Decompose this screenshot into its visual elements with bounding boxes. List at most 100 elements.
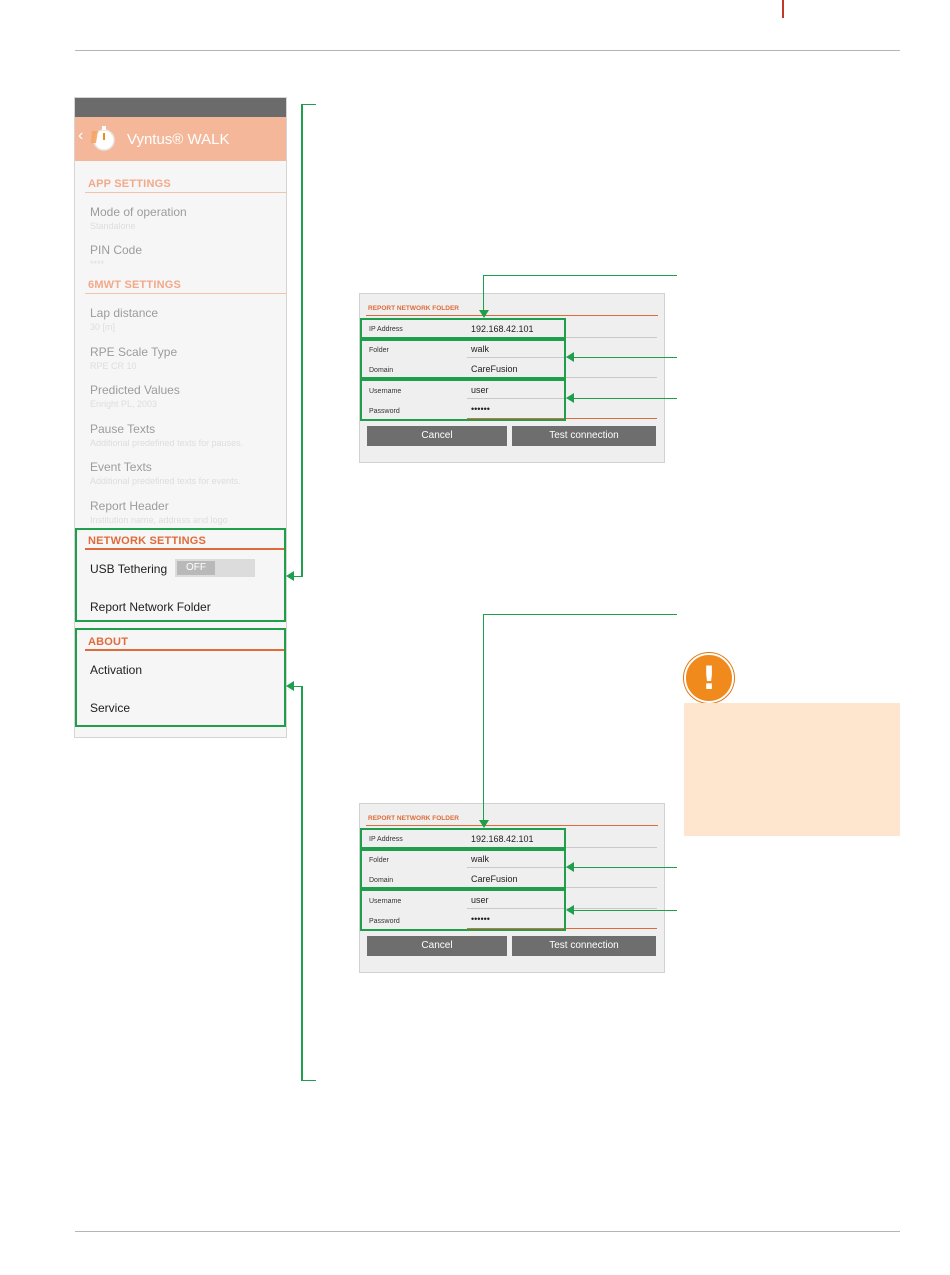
callout-arrow [479, 310, 489, 318]
dialog-title-divider [366, 315, 658, 316]
setting-mode-of-operation[interactable]: Mode of operation [90, 205, 187, 219]
section-divider [85, 548, 286, 550]
network-settings-highlight [75, 528, 286, 622]
field-underline-active [467, 928, 657, 929]
setting-predicted-value: Enright PL, 2003 [90, 399, 158, 409]
page-marker [782, 0, 784, 18]
setting-pause-texts-desc: Additional predefined texts for pauses. [90, 438, 244, 448]
folder-field[interactable]: walk [471, 854, 490, 864]
folder-field[interactable]: walk [471, 344, 490, 354]
credentials-highlight [360, 379, 566, 421]
password-field[interactable]: •••••• [471, 914, 490, 924]
username-field[interactable]: user [471, 895, 489, 905]
about-activation[interactable]: Activation [90, 663, 143, 677]
cancel-button[interactable]: Cancel [367, 426, 507, 446]
callout-line [574, 910, 677, 911]
password-label: Password [369, 408, 400, 415]
top-rule [75, 50, 900, 51]
folder-label: Folder [369, 857, 389, 864]
setting-event-texts-desc: Additional predefined texts for events. [90, 476, 241, 486]
setting-mode-value: Standalone [90, 221, 136, 231]
warning-note-box [684, 703, 900, 836]
setting-pause-texts[interactable]: Pause Texts [90, 422, 156, 436]
domain-label: Domain [369, 877, 394, 884]
ip-address-field[interactable]: 192.168.42.101 [471, 324, 534, 334]
callout-line [301, 104, 303, 577]
callout-line [294, 686, 303, 687]
setting-event-texts[interactable]: Event Texts [90, 460, 152, 474]
setting-lap-distance-value: 30 [m] [90, 322, 116, 332]
test-connection-button[interactable]: Test connection [512, 426, 656, 446]
settings-screen: ‹ Vyntus® WALK APP SETTINGS Mode of oper… [74, 97, 287, 738]
section-divider [85, 649, 286, 651]
callout-line [301, 1080, 316, 1081]
callout-arrow [286, 681, 294, 691]
warning-exclamation-icon: ! [684, 653, 734, 703]
setting-report-header[interactable]: Report Header [90, 499, 169, 513]
password-field[interactable]: •••••• [471, 404, 490, 414]
folder-label: Folder [369, 347, 389, 354]
callout-arrow [286, 571, 294, 581]
app-title: Vyntus® WALK [127, 131, 230, 148]
usb-tethering-toggle[interactable]: OFF [175, 559, 255, 577]
field-underline [467, 357, 657, 358]
callout-line [483, 614, 677, 615]
domain-field[interactable]: CareFusion [471, 874, 518, 884]
section-network-settings: NETWORK SETTINGS [88, 535, 207, 547]
field-underline [467, 908, 657, 909]
password-label: Password [369, 918, 400, 925]
setting-rpe-value: RPE CR 10 [90, 361, 137, 371]
section-about: ABOUT [88, 636, 129, 648]
callout-line [483, 275, 677, 276]
callout-line [574, 357, 677, 358]
folder-domain-highlight [360, 339, 566, 379]
app-bar: ‹ Vyntus® WALK [75, 117, 286, 161]
ip-highlight [360, 828, 566, 849]
back-icon[interactable]: ‹ [78, 127, 84, 144]
setting-predicted-values[interactable]: Predicted Values [90, 383, 180, 397]
callout-line [294, 576, 303, 577]
field-underline [467, 867, 657, 868]
setting-lap-distance[interactable]: Lap distance [90, 306, 159, 320]
dialog-title: REPORT NETWORK FOLDER [368, 815, 459, 822]
domain-field[interactable]: CareFusion [471, 364, 518, 374]
ip-address-field[interactable]: 192.168.42.101 [471, 834, 534, 844]
callout-arrow [566, 393, 574, 403]
setting-usb-tethering: USB Tethering [90, 562, 168, 576]
field-underline [467, 398, 657, 399]
ip-address-label: IP Address [369, 326, 403, 333]
callout-line [574, 867, 677, 868]
bottom-rule [75, 1231, 900, 1232]
callout-arrow [566, 352, 574, 362]
setting-pin-value: **** [90, 259, 105, 269]
toggle-state: OFF [177, 561, 215, 575]
callout-line [483, 275, 484, 311]
callout-arrow [566, 862, 574, 872]
callout-line [301, 686, 303, 1081]
cancel-button[interactable]: Cancel [367, 936, 507, 956]
section-divider [85, 293, 286, 294]
setting-rpe-scale-type[interactable]: RPE Scale Type [90, 345, 178, 359]
setting-pin-code[interactable]: PIN Code [90, 243, 143, 257]
about-service[interactable]: Service [90, 701, 131, 715]
callout-arrow [566, 905, 574, 915]
callout-line [301, 104, 316, 105]
dialog-title-divider [366, 825, 658, 826]
callout-line [574, 398, 677, 399]
folder-domain-highlight [360, 849, 566, 889]
about-highlight [75, 628, 286, 727]
dialog-title: REPORT NETWORK FOLDER [368, 305, 459, 312]
username-label: Username [369, 388, 402, 395]
setting-report-network-folder[interactable]: Report Network Folder [90, 600, 211, 614]
test-connection-button[interactable]: Test connection [512, 936, 656, 956]
username-label: Username [369, 898, 402, 905]
credentials-highlight [360, 889, 566, 931]
stopwatch-logo-icon [91, 126, 115, 151]
callout-line [483, 614, 484, 821]
field-underline-active [467, 418, 657, 419]
status-bar [75, 98, 286, 117]
setting-report-header-desc: Institution name, address and logo [90, 515, 228, 525]
username-field[interactable]: user [471, 385, 489, 395]
ip-highlight [360, 318, 566, 339]
domain-label: Domain [369, 367, 394, 374]
